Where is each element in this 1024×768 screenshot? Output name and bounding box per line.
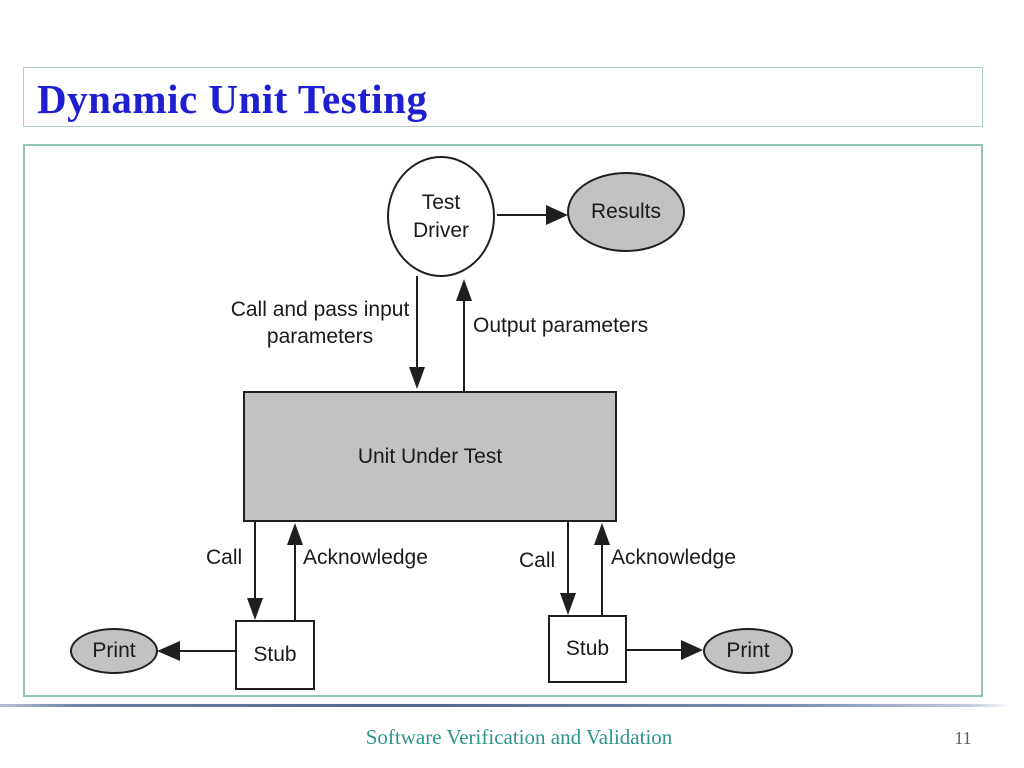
node-print-right: Print [703,628,793,674]
connector-stub-to-print-left [179,650,235,652]
arrowhead-left-icon [157,641,180,661]
stub-left-label: Stub [253,643,297,666]
node-stub-right: Stub [548,615,627,683]
connector-stub-left-to-uut [294,545,296,620]
edge-label-acknowledge-right: Acknowledge [611,546,736,569]
edge-label-call-and-pass-line2: parameters [266,325,374,348]
title-box: Dynamic Unit Testing [23,67,983,127]
edge-label-call-right: Call [519,549,556,572]
arrowhead-up-icon [287,523,303,545]
arrowhead-down-icon [409,367,425,389]
print-right-label: Print [726,639,770,662]
node-print-left: Print [70,628,158,674]
node-stub-left: Stub [235,620,315,690]
connector-stub-to-print-right [627,649,681,651]
print-left-label: Print [92,639,136,662]
page-title: Dynamic Unit Testing [37,76,428,122]
page-number: 11 [954,728,972,748]
connector-uut-to-driver [463,301,465,391]
stub-right-label: Stub [565,637,610,660]
edge-label-output-parameters: Output parameters [473,314,649,337]
connector-driver-to-uut [416,276,418,368]
footer-divider [0,704,1012,707]
arrowhead-down-icon [247,598,263,620]
connector-uut-to-stub-left [254,522,256,599]
results-label: Results [590,200,662,223]
arrowhead-up-icon [594,523,610,545]
edge-label-call-left: Call [206,546,243,569]
node-test-driver: Test Driver [387,156,495,277]
footer-title: Software Verification and Validation [365,725,673,749]
arrowhead-right-icon [546,205,568,225]
arrowhead-down-icon [560,593,576,615]
unit-under-test-label: Unit Under Test [357,444,503,468]
test-driver-label-line2: Driver [413,218,469,242]
node-unit-under-test: Unit Under Test [243,391,617,522]
connector-stub-right-to-uut [601,545,603,615]
arrowhead-right-icon [681,640,703,660]
node-results: Results [567,172,685,252]
test-driver-label-line1: Test [421,190,461,214]
connector-driver-to-results [497,214,547,216]
edge-label-acknowledge-left: Acknowledge [303,546,428,569]
edge-label-call-and-pass: Call and pass input parameters [212,296,428,350]
arrowhead-up-icon [456,279,472,301]
connector-uut-to-stub-right [567,522,569,594]
edge-label-call-and-pass-line1: Call and pass input [230,298,410,321]
